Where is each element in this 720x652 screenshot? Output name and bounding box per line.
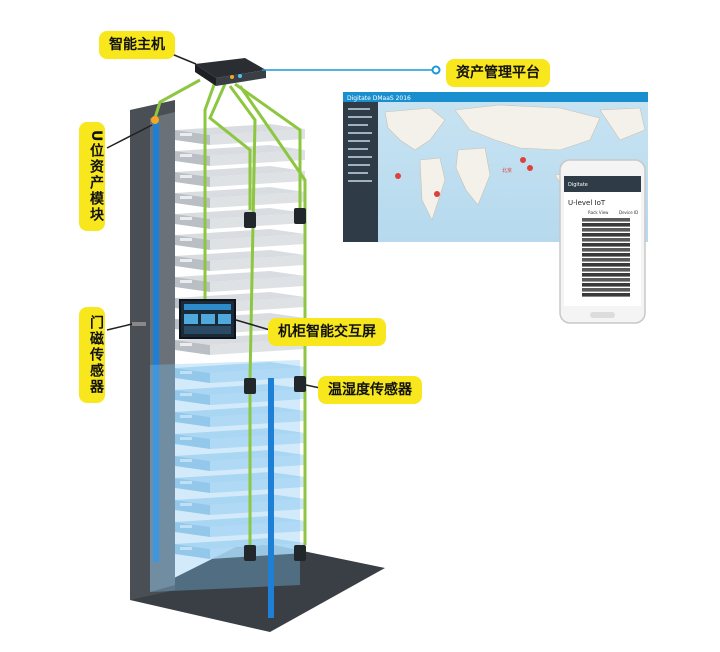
callout-touch-screen: 机柜智能交互屏: [268, 318, 386, 346]
server-units-lower: [175, 362, 305, 559]
phone-row: [582, 253, 630, 257]
phone-row: [582, 293, 630, 297]
smart-host-device: [195, 58, 266, 86]
callout-smart-host: 智能主机: [99, 31, 175, 59]
phone-row: [582, 238, 630, 242]
phone-col-rack: Rack View: [588, 210, 609, 215]
server-unit: [175, 271, 305, 292]
phone-row: [582, 228, 630, 232]
door-sensor: [132, 322, 146, 326]
phone-title: U-level IoT: [568, 199, 606, 207]
phone-row: [582, 278, 630, 282]
server-unit: [175, 362, 305, 383]
desktop-app-title: Digitate DMaaS 2016: [347, 95, 411, 102]
phone-row: [582, 233, 630, 237]
phone-row: [582, 268, 630, 272]
phone-row: [582, 273, 630, 277]
phone-app: Digitate U-level IoT Rack View Device ID: [559, 159, 646, 324]
server-unit: [175, 124, 305, 145]
server-unit: [175, 166, 305, 187]
phone-row: [582, 218, 630, 222]
callout-door-sensor: 门磁传感器: [79, 307, 105, 403]
phone-row: [582, 288, 630, 292]
rack-base: [130, 540, 385, 632]
phone-row: [582, 248, 630, 252]
callout-u-module: U位资产模块: [79, 122, 105, 232]
callout-temp-humidity: 温湿度传感器: [318, 376, 422, 404]
server-unit: [175, 145, 305, 166]
server-unit: [175, 229, 305, 250]
phone-row: [582, 258, 630, 262]
phone-row: [582, 243, 630, 247]
sensor-cables: [153, 78, 307, 545]
phone-col-device: Device ID: [619, 210, 638, 215]
u-position-strip-left: [153, 122, 159, 562]
u-module-connector: [151, 116, 159, 124]
temp-sensor-boxes: [244, 208, 306, 561]
map-label-0: 北京: [502, 167, 512, 174]
phone-header: Digitate: [568, 182, 588, 188]
server-unit: [175, 187, 305, 208]
phone-row: [582, 223, 630, 227]
server-unit: [175, 208, 305, 229]
u-position-strip-right: [268, 378, 274, 618]
rack-glass-front: [150, 360, 300, 592]
server-unit: [175, 250, 305, 271]
phone-row: [582, 283, 630, 287]
rack-touch-screen: [179, 299, 236, 339]
phone-row: [582, 263, 630, 267]
callout-asset-platform: 资产管理平台: [446, 59, 550, 87]
phone-rack-rows: [582, 218, 630, 297]
